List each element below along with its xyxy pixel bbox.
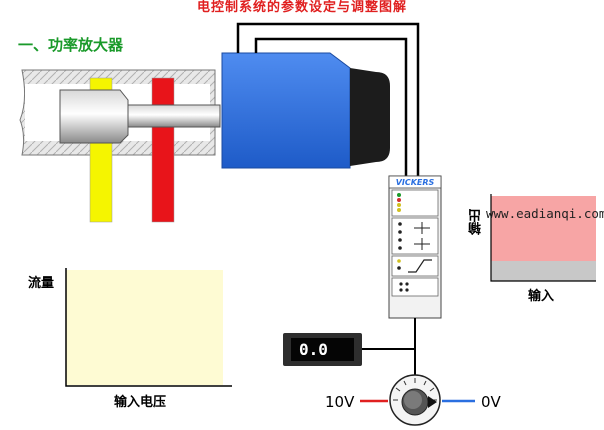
output-axis-label: 输出 xyxy=(469,209,484,235)
spool-rod xyxy=(127,104,221,128)
solenoid xyxy=(221,52,390,169)
indicator-led-icon xyxy=(397,198,401,202)
brand-logo: VICKERS xyxy=(396,178,435,187)
potentiometer[interactable] xyxy=(389,374,441,426)
display-value: 0.0 xyxy=(291,338,354,361)
value-display: 0.0 xyxy=(283,333,362,366)
pressure-port xyxy=(151,77,175,223)
ramp-waveform-icon xyxy=(408,259,432,273)
valve-body xyxy=(19,69,221,223)
indicator-led-icon xyxy=(397,208,401,212)
signal-wires xyxy=(362,318,416,378)
control-wires xyxy=(236,22,420,176)
spool xyxy=(59,89,129,144)
io-graph xyxy=(490,194,596,282)
flow-graph xyxy=(65,268,232,387)
page-title: 电控制系统的参数设定与调整图解 xyxy=(196,0,407,15)
indicator-led-icon xyxy=(397,203,401,207)
amplifier-card xyxy=(388,175,442,319)
flow-axis-label: 流量 xyxy=(28,276,55,291)
input-axis-label: 输入 xyxy=(528,289,555,304)
section-heading: 一、功率放大器 xyxy=(18,36,124,54)
input-voltage-axis-label: 输入电压 xyxy=(114,395,167,410)
watermark-text: www.eadianqi.com xyxy=(486,206,604,221)
voltage-label-10v: 10V xyxy=(325,393,355,411)
indicator-led-icon xyxy=(397,193,401,197)
voltage-label-0v: 0V xyxy=(481,393,501,411)
